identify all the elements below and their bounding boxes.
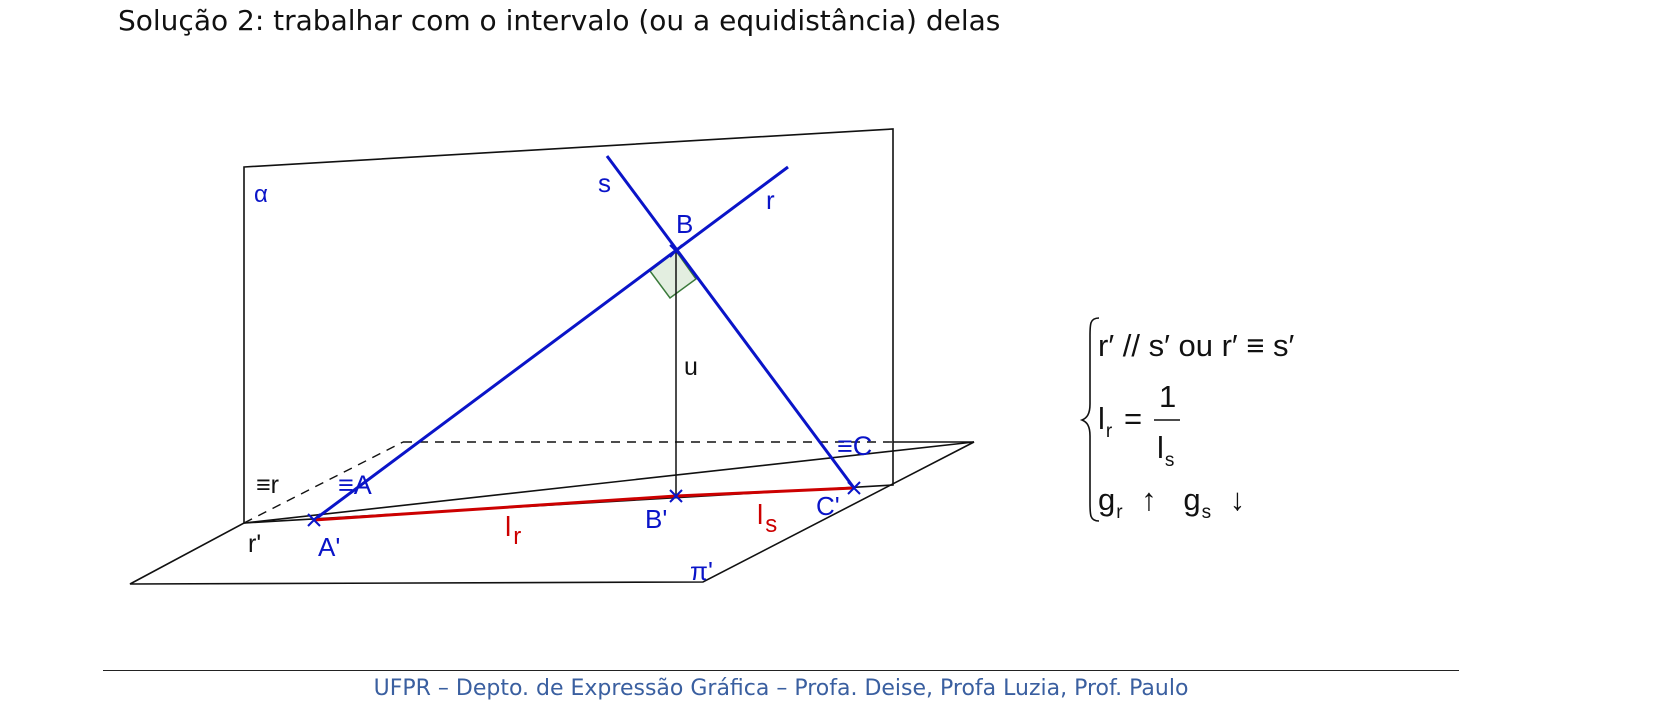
hidden-line-oblique	[243, 441, 404, 524]
condition-line-1: r′ // s′ ou r′ ≡ s′	[1098, 328, 1295, 363]
line-s	[605, 155, 856, 489]
condition-line-2-numerator: 1	[1159, 379, 1176, 414]
system-brace	[1079, 317, 1100, 522]
label-C-equiv: ≡C	[837, 431, 872, 461]
horizontal-plane-pi	[129, 441, 975, 585]
condition-line-2-denominator: ls	[1157, 430, 1174, 471]
trace-segment-lr	[313, 494, 677, 522]
label-r-equiv: ≡r	[256, 471, 279, 499]
line-r	[313, 165, 789, 522]
label-s: s	[598, 168, 611, 198]
label-B: B	[676, 209, 693, 239]
label-A-equiv: ≡A	[338, 470, 372, 500]
condition-line-2-lhs: lr	[1098, 401, 1113, 442]
label-lr: lr	[505, 511, 521, 550]
trace-segment-ls	[675, 486, 855, 498]
label-ls: ls	[757, 499, 777, 538]
point-marker-C	[847, 481, 861, 495]
right-angle-marker	[648, 249, 698, 300]
label-alpha: α	[254, 181, 268, 208]
vertical-plane-alpha	[243, 128, 894, 524]
footer-credits: UFPR – Depto. de Expressão Gráfica – Pro…	[373, 676, 1189, 701]
footer-rule	[103, 670, 1459, 671]
point-marker-B	[669, 244, 683, 258]
label-u: u	[684, 353, 698, 381]
label-A-prime: A'	[318, 532, 340, 562]
point-marker-A	[307, 513, 321, 527]
condition-line-2-eq: =	[1124, 401, 1142, 436]
point-marker-B-prime	[669, 489, 683, 503]
slide-title: Solução 2: trabalhar com o intervalo (ou…	[118, 4, 1001, 37]
label-B-prime: B'	[645, 504, 667, 534]
condition-line-3: gr ↑ gs ↓	[1098, 482, 1245, 525]
label-C-prime: C'	[816, 491, 840, 521]
label-r-prime: r'	[248, 530, 261, 558]
label-pi-prime: π'	[690, 556, 713, 586]
label-r: r	[766, 185, 775, 215]
